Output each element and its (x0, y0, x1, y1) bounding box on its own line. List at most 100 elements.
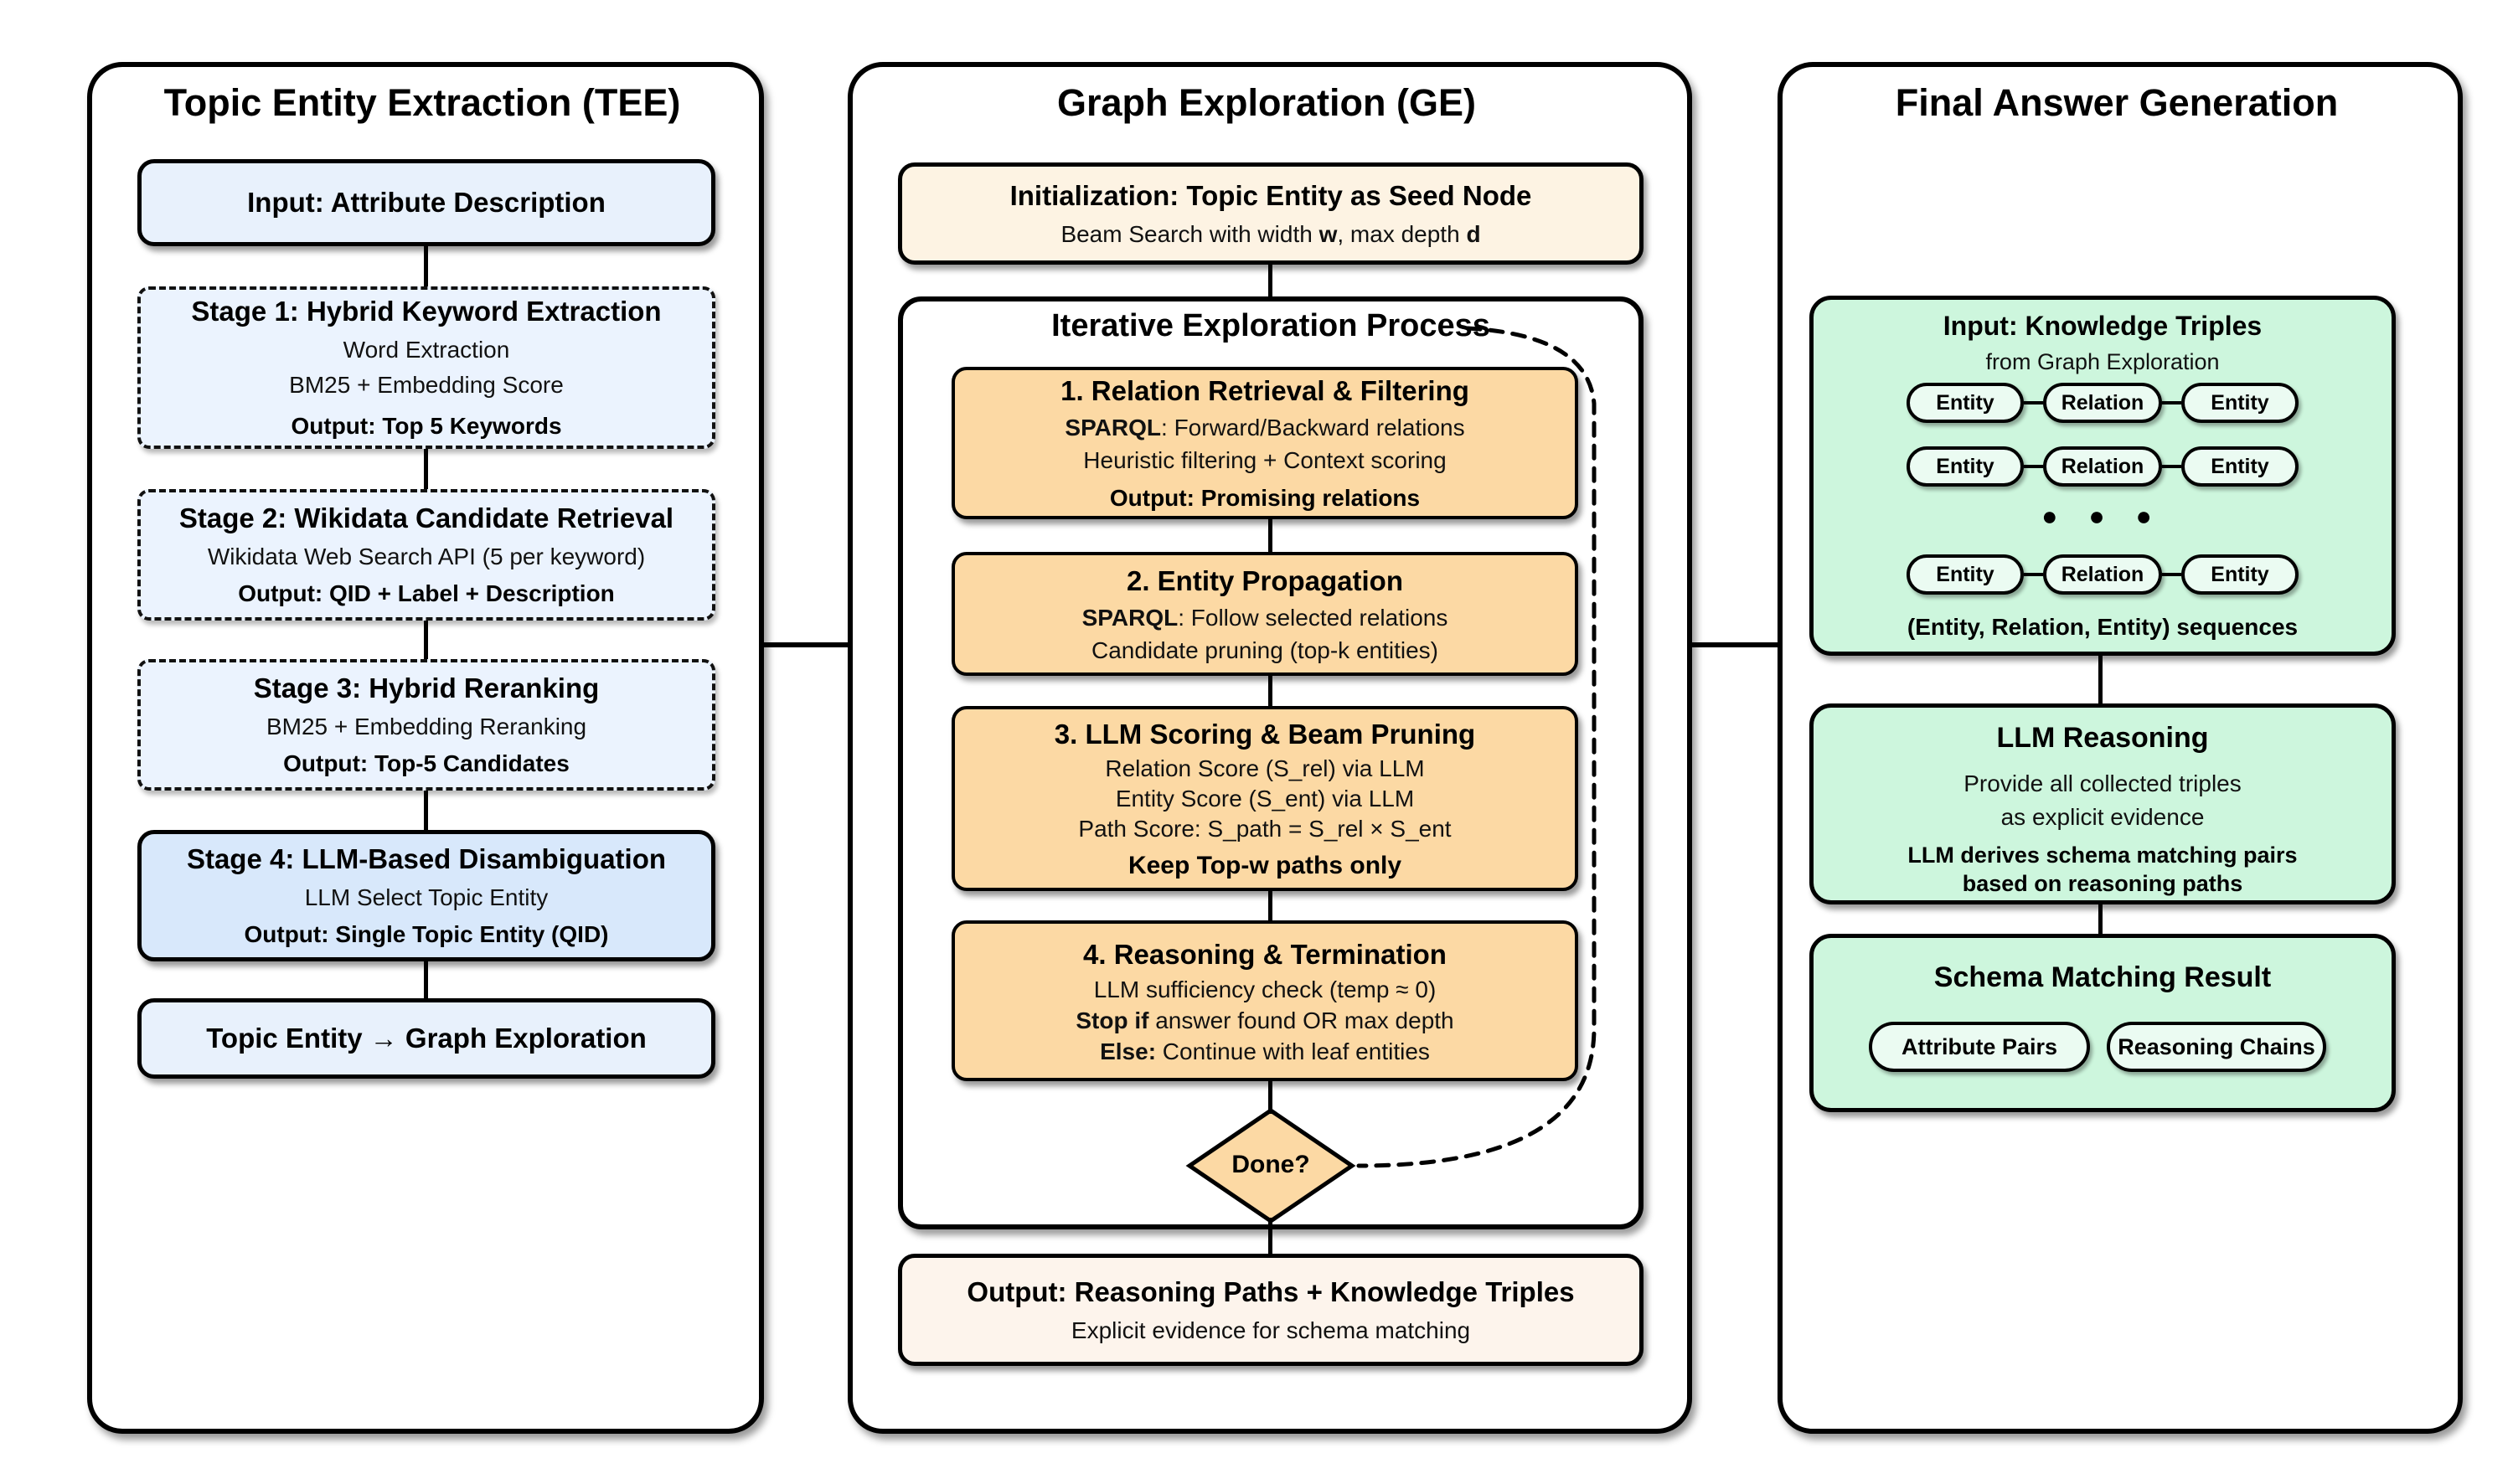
ge-step1-line2: Heuristic filtering + Context scoring (1083, 446, 1447, 473)
tee-stage4-output: Output: Single Topic Entity (QID) (244, 921, 609, 947)
ge-step4-line3-rest: Continue with leaf entities (1156, 1038, 1430, 1064)
fag-input-title: Input: Knowledge Triples (1943, 311, 2263, 341)
ellipsis-dots: ● ● ● (2041, 501, 2164, 531)
ge-step4-line3: Else: Continue with leaf entities (1100, 1038, 1430, 1066)
tee-stage2-box: Stage 2: Wikidata Candidate Retrieval Wi… (137, 489, 715, 621)
ge-init-max-depth: d (1466, 221, 1481, 247)
tee-stage1-line1: Word Extraction (343, 337, 510, 363)
triple-connector-line (2024, 401, 2043, 404)
connector-step2-step3 (1268, 676, 1272, 706)
fag-input-sub: from Graph Exploration (1985, 349, 2220, 374)
ge-step2-box: 2. Entity Propagation SPARQL: Follow sel… (952, 552, 1578, 676)
tee-stage4-line1: LLM Select Topic Entity (304, 884, 549, 910)
attribute-pairs-pill: Attribute Pairs (1869, 1022, 2090, 1072)
ge-init-subtitle: Beam Search with width w, max depth d (1060, 219, 1480, 250)
tee-stage4-box: Stage 4: LLM-Based Disambiguation LLM Se… (137, 830, 715, 961)
connector-reasoning-result (2098, 904, 2103, 934)
tee-stage2-title: Stage 2: Wikidata Candidate Retrieval (178, 502, 674, 533)
ge-step4-stop-if: Stop if (1076, 1007, 1149, 1033)
triple-connector-line (2024, 573, 2043, 576)
ge-step1-title: 1. Relation Retrieval & Filtering (1060, 374, 1469, 406)
connector-decision-output (1268, 1218, 1272, 1254)
fag-reasoning-line3: LLM derives schema matching pairs (1907, 842, 2298, 868)
ge-step3-line3: Path Score: S_path = S_rel × S_ent (1078, 815, 1452, 842)
ge-output-title: Output: Reasoning Paths + Knowledge Trip… (967, 1276, 1575, 1307)
ge-step4-line2-rest: answer found OR max depth (1148, 1007, 1454, 1033)
connector-step1-step2 (1268, 519, 1272, 552)
triple-row-3: Entity Relation Entity (1809, 554, 2396, 595)
entity-pill: Entity (2181, 446, 2299, 487)
tee-input-label: Input: Attribute Description (247, 187, 606, 218)
ge-step4-box: 4. Reasoning & Termination LLM sufficien… (952, 920, 1578, 1081)
ge-init-seg1: Beam Search with width (1060, 221, 1319, 247)
ge-step2-line1: SPARQL: Follow selected relations (1082, 604, 1448, 632)
ge-step3-line2: Entity Score (S_ent) via LLM (1115, 785, 1415, 812)
decision-label: Done? (1231, 1151, 1310, 1178)
triple-connector-line (2162, 465, 2181, 468)
fag-reasoning-line1: Provide all collected triples (1963, 770, 2242, 796)
fag-panel-title: Final Answer Generation (1895, 81, 2339, 124)
ge-step4-line2: Stop if answer found OR max depth (1076, 1007, 1453, 1035)
tee-stage1-title: Stage 1: Hybrid Keyword Extraction (191, 296, 662, 327)
tee-stage2-output: Output: QID + Label + Description (238, 580, 615, 606)
tee-panel-title: Topic Entity Extraction (TEE) (163, 81, 681, 124)
ge-step3-title: 3. LLM Scoring & Beam Pruning (1054, 718, 1476, 750)
tee-final-box: Topic Entity → Graph Exploration (137, 998, 715, 1079)
tee-stage3-line1: BM25 + Embedding Reranking (266, 714, 587, 739)
relation-pill: Relation (2043, 554, 2162, 595)
feedback-loop-dashed-path (1356, 326, 1597, 1168)
ge-panel-title: Graph Exploration (GE) (1056, 81, 1477, 124)
ge-output-box: Output: Reasoning Paths + Knowledge Trip… (898, 1254, 1644, 1366)
relation-pill: Relation (2043, 446, 2162, 487)
connector-input-stage1 (424, 246, 428, 286)
ge-step1-box: 1. Relation Retrieval & Filtering SPARQL… (952, 367, 1578, 519)
connector-input-reasoning (2098, 656, 2103, 703)
entity-pill: Entity (1907, 383, 2024, 423)
connector-init-iterative (1268, 265, 1272, 296)
entity-pill: Entity (2181, 383, 2299, 423)
tee-final-label: Topic Entity → Graph Exploration (206, 1023, 647, 1054)
fag-reasoning-title: LLM Reasoning (1996, 722, 2209, 754)
ge-step1-output: Output: Promising relations (1109, 484, 1421, 511)
triple-connector-line (2162, 573, 2181, 576)
ge-step2-title: 2. Entity Propagation (1126, 565, 1404, 596)
tee-stage1-output: Output: Top 5 Keywords (291, 413, 562, 439)
connector-ge-to-fag (1682, 642, 1781, 647)
ge-step1-line1-rest: : Forward/Backward relations (1161, 414, 1465, 441)
connector-stage2-stage3 (424, 621, 428, 659)
triple-row-1: Entity Relation Entity (1809, 383, 2396, 423)
ge-step4-else: Else: (1100, 1038, 1157, 1064)
tee-stage3-title: Stage 3: Hybrid Reranking (253, 672, 600, 703)
ge-step3-box: 3. LLM Scoring & Beam Pruning Relation S… (952, 706, 1578, 891)
ge-step1-line1: SPARQL: Forward/Backward relations (1065, 414, 1464, 442)
ge-step2-line1-rest: : Follow selected relations (1178, 605, 1448, 631)
tee-stage3-output: Output: Top-5 Candidates (283, 750, 570, 776)
ge-iterative-label: Iterative Exploration Process (1051, 308, 1490, 343)
fag-result-title: Schema Matching Result (1933, 961, 2272, 993)
fag-input-caption: (Entity, Relation, Entity) sequences (1907, 614, 2299, 640)
ge-init-box: Initialization: Topic Entity as Seed Nod… (898, 162, 1644, 265)
ge-init-beam-width: w (1318, 221, 1338, 247)
tee-stage3-box: Stage 3: Hybrid Reranking BM25 + Embeddi… (137, 659, 715, 791)
entity-pill: Entity (2181, 554, 2299, 595)
ge-output-sub: Explicit evidence for schema matching (1071, 1317, 1471, 1343)
connector-tee-to-ge (754, 642, 851, 647)
reasoning-chains-pill: Reasoning Chains (2107, 1022, 2326, 1072)
tee-input-box: Input: Attribute Description (137, 159, 715, 246)
connector-step4-decision (1268, 1081, 1272, 1114)
connector-stage4-final (424, 961, 428, 998)
ge-init-title: Initialization: Topic Entity as Seed Nod… (1009, 180, 1532, 211)
fag-reasoning-line2: as explicit evidence (2000, 804, 2205, 830)
triple-connector-line (2162, 401, 2181, 404)
tee-stage1-box: Stage 1: Hybrid Keyword Extraction Word … (137, 286, 715, 449)
ge-step2-line2: Candidate pruning (top-k entities) (1091, 637, 1438, 663)
tee-stage2-line1: Wikidata Web Search API (5 per keyword) (207, 544, 646, 569)
ge-step2-sparql: SPARQL (1081, 605, 1179, 631)
ge-step4-line1: LLM sufficiency check (temp ≈ 0) (1093, 976, 1437, 1002)
entity-pill: Entity (1907, 446, 2024, 487)
fag-reasoning-line4: based on reasoning paths (1962, 871, 2243, 896)
fag-reasoning-box (1809, 703, 2396, 904)
relation-pill: Relation (2043, 383, 2162, 423)
